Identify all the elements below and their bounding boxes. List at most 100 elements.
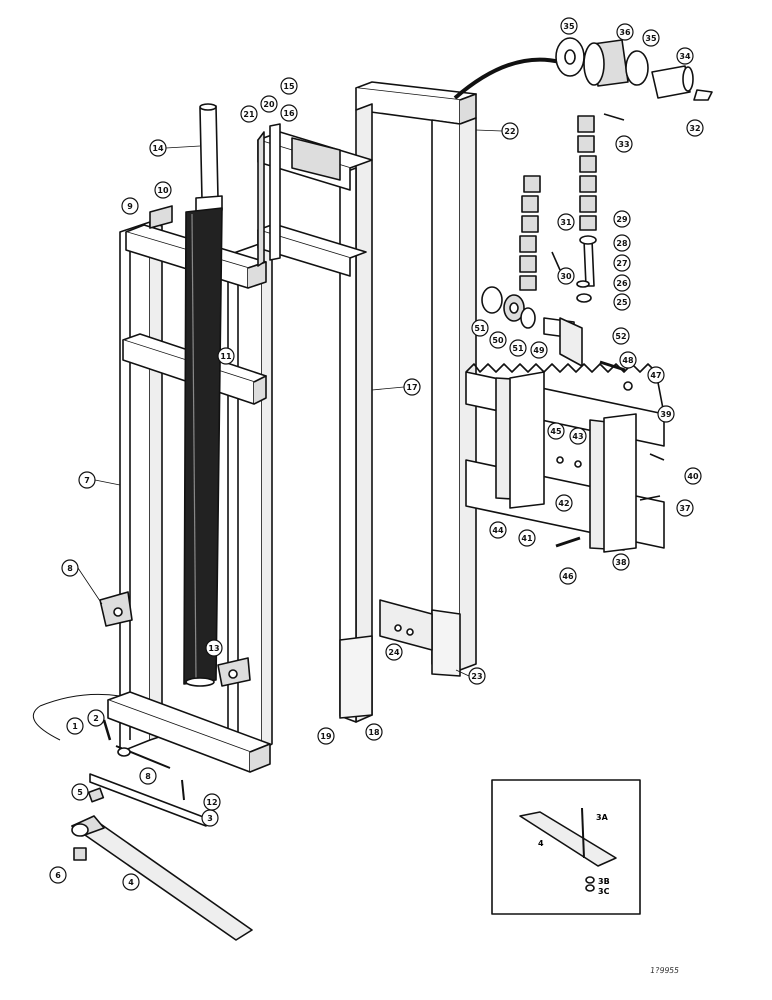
svg-text:7: 7 [84,476,90,485]
callout-18: 18 [365,723,383,741]
callout-14: 14 [149,139,167,157]
svg-text:6: 6 [55,871,61,880]
svg-text:51: 51 [474,324,486,333]
callout-48: 48 [619,351,637,369]
svg-text:15: 15 [283,82,295,91]
callout-33: 33 [615,135,633,153]
callout-9: 9 [121,197,139,215]
callout-25: 25 [613,293,631,311]
svg-text:44: 44 [492,526,504,535]
callout-2: 2 [87,709,105,727]
svg-text:29: 29 [616,215,628,224]
svg-text:31: 31 [560,218,572,227]
callout-7: 7 [78,471,96,489]
svg-text:39: 39 [660,410,672,419]
callout-50: 50 [489,331,507,349]
svg-text:26: 26 [616,279,628,288]
callout-8a: 8 [61,559,79,577]
figure-reference-code: 1?9955 [649,966,680,975]
svg-text:23: 23 [471,672,482,681]
svg-text:37: 37 [679,504,690,513]
callout-51b: 51 [509,339,527,357]
svg-text:10: 10 [157,186,169,195]
callout-31: 31 [557,213,575,231]
callout-43: 43 [569,427,587,445]
callout-28: 28 [613,234,631,252]
svg-text:9: 9 [127,202,133,211]
svg-text:17: 17 [406,383,417,392]
callout-20: 20 [260,95,278,113]
callout-36: 36 [616,23,634,41]
callout-11: 11 [217,347,235,365]
inset-detail [491,779,641,915]
callout-49: 49 [530,341,548,359]
callout-group: 1 2 3 4 5 6 7 8 8 9 10 11 12 13 14 15 16… [49,17,704,891]
svg-text:43: 43 [572,432,583,441]
svg-text:30: 30 [560,272,572,281]
svg-text:5: 5 [77,788,83,797]
callout-22: 22 [501,122,519,140]
callout-26: 26 [613,274,631,292]
svg-text:20: 20 [263,100,275,109]
svg-text:18: 18 [368,728,380,737]
callout-16: 16 [280,104,298,122]
callout-35a: 35 [560,17,578,35]
callout-45: 45 [547,422,565,440]
callout-35b: 35 [642,29,660,47]
svg-text:52: 52 [615,332,626,341]
svg-text:49: 49 [533,346,545,355]
callout-10: 10 [154,181,172,199]
svg-text:3: 3 [207,814,213,823]
callout-42: 42 [555,494,573,512]
svg-text:33: 33 [618,140,629,149]
inset-label-3c: 3C [598,887,610,896]
svg-text:1: 1 [72,722,78,731]
callout-24: 24 [385,643,403,661]
svg-text:8: 8 [145,772,151,781]
callout-47: 47 [647,366,665,384]
svg-text:22: 22 [504,127,515,136]
inset-labels: 3A 4 3B 3C [538,813,610,896]
svg-text:48: 48 [622,356,634,365]
svg-text:45: 45 [550,427,562,436]
svg-text:36: 36 [619,28,631,37]
callout-37: 37 [676,499,694,517]
callout-19: 19 [317,727,335,745]
svg-text:35: 35 [645,34,657,43]
callout-6: 6 [49,866,67,884]
tilt-components [32,693,253,941]
svg-text:13: 13 [208,644,219,653]
callout-29: 29 [613,210,631,228]
callout-51a: 51 [471,319,489,337]
svg-text:41: 41 [521,534,533,543]
svg-text:42: 42 [558,499,569,508]
svg-text:50: 50 [492,336,504,345]
callout-34: 34 [676,47,694,65]
svg-text:47: 47 [650,371,661,380]
svg-text:24: 24 [388,648,400,657]
callout-52: 52 [612,327,630,345]
callout-23: 23 [468,667,486,685]
inner-mast-assembly [257,81,477,723]
callout-3: 3 [201,809,219,827]
svg-text:16: 16 [283,109,295,118]
inset-label-3b: 3B [598,877,610,886]
callout-44: 44 [489,521,507,539]
svg-text:32: 32 [689,124,700,133]
callout-17: 17 [403,378,421,396]
svg-text:8: 8 [67,564,73,573]
svg-text:4: 4 [128,878,134,887]
svg-text:38: 38 [615,558,627,567]
callout-40: 40 [684,467,702,485]
svg-text:19: 19 [320,732,332,741]
svg-text:35: 35 [563,22,575,31]
carriage-rollers [481,286,633,391]
callout-13: 13 [205,639,223,657]
inset-label-4: 4 [538,839,544,848]
svg-text:25: 25 [616,298,628,307]
callout-41: 41 [518,529,536,547]
callout-46: 46 [559,567,577,585]
callout-12: 12 [203,793,221,811]
leader-lines [77,129,503,677]
